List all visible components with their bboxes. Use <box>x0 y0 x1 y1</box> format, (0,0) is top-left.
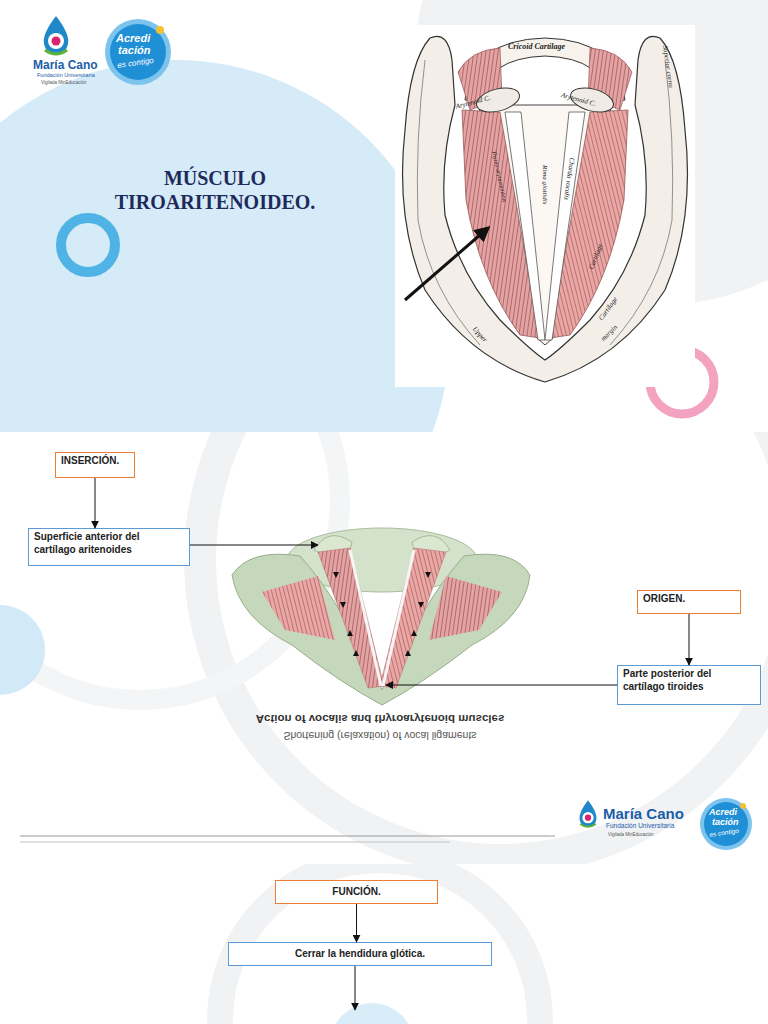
content-box: Parte posterior del cartílago tiroides <box>617 665 761 705</box>
badge-star <box>740 803 746 809</box>
vocalis-illustration <box>232 528 530 705</box>
deco-ring <box>61 218 115 272</box>
box-text: Superficie anterior del cartílago ariten… <box>34 531 184 556</box>
badge-star <box>156 26 164 34</box>
anatomy-label: Cricoid Cartilage <box>508 43 565 51</box>
box-text: ORIGEN. <box>643 593 735 606</box>
anatomy-label: Chorda vocalis <box>562 157 575 200</box>
box-text: Cerrar la hendidura glótica. <box>234 948 486 961</box>
anatomy-label: Cartilage <box>588 243 605 271</box>
box-text: INSERCIÓN. <box>61 455 129 468</box>
vocalis-muscle <box>318 548 384 688</box>
anatomy-label: margin <box>600 324 619 343</box>
badge-halo <box>105 19 171 85</box>
maria-cano-logo <box>44 16 69 54</box>
content-box: Superficie anterior del cartílago ariten… <box>28 528 190 566</box>
vocal-cord <box>545 112 585 340</box>
slide-background <box>0 432 768 864</box>
content-box: Cerrar la hendidura glótica. <box>228 942 492 966</box>
separator-line <box>20 842 450 843</box>
maria-cano-logo <box>579 800 596 827</box>
logo-text: María Cano <box>33 59 98 71</box>
separator-line <box>20 836 555 837</box>
deco-circle <box>0 60 450 432</box>
badge-text: es contigo <box>117 57 154 70</box>
deco-circle <box>0 605 45 695</box>
slide-fill <box>0 432 768 864</box>
logo-circle <box>582 812 593 823</box>
badge-text: Acredi <box>709 808 737 817</box>
badge-text: tación <box>118 45 150 56</box>
figure-caption: Action of vocalis and thyroarytenoid mus… <box>220 712 540 724</box>
larynx-illustration <box>395 25 695 387</box>
accreditation-badge <box>700 798 752 850</box>
flow-arrow <box>689 614 690 665</box>
vocalis-muscle <box>380 548 446 688</box>
logo-dot <box>52 37 61 46</box>
action-arrows <box>405 572 431 656</box>
flow-arrow <box>95 478 96 528</box>
badge-text: es contigo <box>709 828 739 839</box>
leader-line <box>386 685 617 686</box>
deco-ring <box>220 864 540 1024</box>
badge-text: Acredi <box>116 33 150 44</box>
anatomy-label: Superior cornu <box>661 45 674 88</box>
slide-background <box>0 0 768 432</box>
logo-arc <box>45 50 67 54</box>
logo-drop <box>579 800 596 827</box>
logo-text: Vigilada MinEducación <box>41 81 86 86</box>
anatomy-label: Rima glottidis <box>541 165 548 204</box>
figure-caption: Shortening (relaxation) of vocal ligamen… <box>220 730 540 741</box>
flow-arrow <box>356 904 357 942</box>
badge-disc <box>110 24 166 80</box>
figure-backing <box>395 25 695 387</box>
heading-box: INSERCIÓN. <box>55 452 135 478</box>
anatomy-label: Arytenoid C. <box>455 95 491 111</box>
continuation-arrow <box>355 966 356 1010</box>
action-arrows <box>333 572 359 656</box>
thyroid-cartilage <box>403 36 688 382</box>
logo-arc <box>580 824 595 827</box>
badge-disc <box>704 802 748 846</box>
deco-circle <box>330 1003 414 1024</box>
logo-drop <box>44 16 69 54</box>
badge-text: tación <box>712 818 739 827</box>
logo-text: María Cano <box>603 806 684 821</box>
logo-dot <box>585 815 591 821</box>
pointer-arrow <box>405 228 488 300</box>
anatomy-label: Arytenoid C. <box>560 92 596 108</box>
muscle <box>262 576 335 640</box>
slide-fill <box>0 864 768 1024</box>
heading-box: ORIGEN. <box>637 590 741 614</box>
leader-line <box>190 545 318 546</box>
anatomy-label: Thyreo-arytaenoideus <box>491 150 508 203</box>
logo-text: Vigilada MinEducación <box>608 833 653 838</box>
anatomy-label: Cartilage <box>598 296 619 322</box>
slide-title: MÚSCULO TIROARITENOIDEO. <box>75 166 355 214</box>
accreditation-badge <box>105 19 171 85</box>
logo-text: Fundación Universitaria <box>606 823 674 830</box>
heading-box: FUNCIÓN. <box>275 880 438 904</box>
slide-background <box>0 864 768 1024</box>
box-text: Parte posterior del cartílago tiroides <box>623 668 755 693</box>
vocal-ligament <box>383 550 414 686</box>
vocal-ligament <box>350 550 381 686</box>
box-text: FUNCIÓN. <box>281 886 432 899</box>
anatomy-label: Upper <box>471 326 488 344</box>
vocal-cord <box>505 112 545 340</box>
logo-circle <box>48 33 64 49</box>
muscle <box>429 576 502 640</box>
badge-halo <box>700 798 752 850</box>
logo-text: Fundación Universitaria <box>37 73 95 79</box>
